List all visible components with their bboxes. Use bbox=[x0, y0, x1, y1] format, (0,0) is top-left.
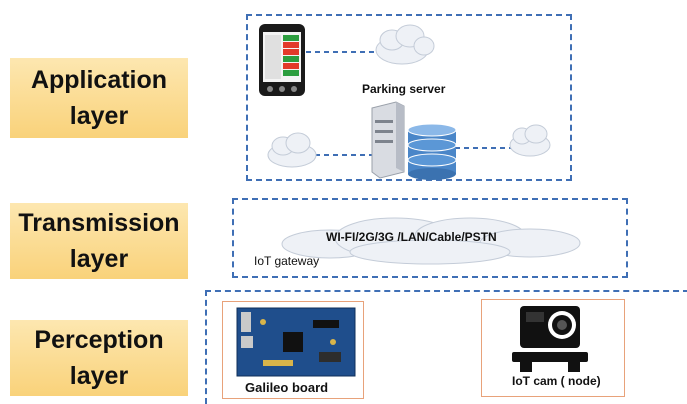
cloud-icon bbox=[267, 132, 317, 168]
perception-layer-subtitle: layer bbox=[69, 362, 129, 390]
transmission-layer-subtitle: layer bbox=[69, 245, 129, 273]
gateway-label: IoT gateway bbox=[254, 254, 320, 268]
database-icon bbox=[407, 123, 457, 180]
smartphone-icon bbox=[259, 24, 305, 96]
perception-region bbox=[205, 290, 687, 404]
iot-cam-card: IoT cam ( node) bbox=[481, 299, 625, 397]
network-label: WI-FI/2G/3G /LAN/Cable/PSTN bbox=[326, 230, 497, 244]
galileo-board-label: Galileo board bbox=[245, 380, 329, 395]
cloud-icon bbox=[375, 24, 435, 65]
application-layer-title: Application bbox=[30, 66, 168, 94]
transmission-region bbox=[232, 198, 628, 278]
action-camera-icon bbox=[512, 306, 588, 372]
server-label: Parking server bbox=[362, 82, 446, 96]
perception-layer-title: Perception bbox=[34, 326, 164, 354]
cloud-icon bbox=[509, 124, 551, 157]
application-layer-subtitle: layer bbox=[69, 102, 129, 130]
application-region bbox=[246, 14, 572, 181]
application-layer-box: Application layer bbox=[10, 58, 188, 138]
galileo-board-card: Galileo board bbox=[222, 301, 364, 399]
perception-layer-box: Perception layer bbox=[10, 320, 188, 396]
transmission-layer-box: Transmission layer bbox=[10, 203, 188, 279]
iot-cam-label: IoT cam ( node) bbox=[512, 374, 601, 388]
transmission-layer-title: Transmission bbox=[18, 209, 180, 237]
circuit-board-icon bbox=[236, 307, 356, 377]
cloud-icon bbox=[281, 217, 581, 265]
server-icon bbox=[371, 101, 405, 179]
